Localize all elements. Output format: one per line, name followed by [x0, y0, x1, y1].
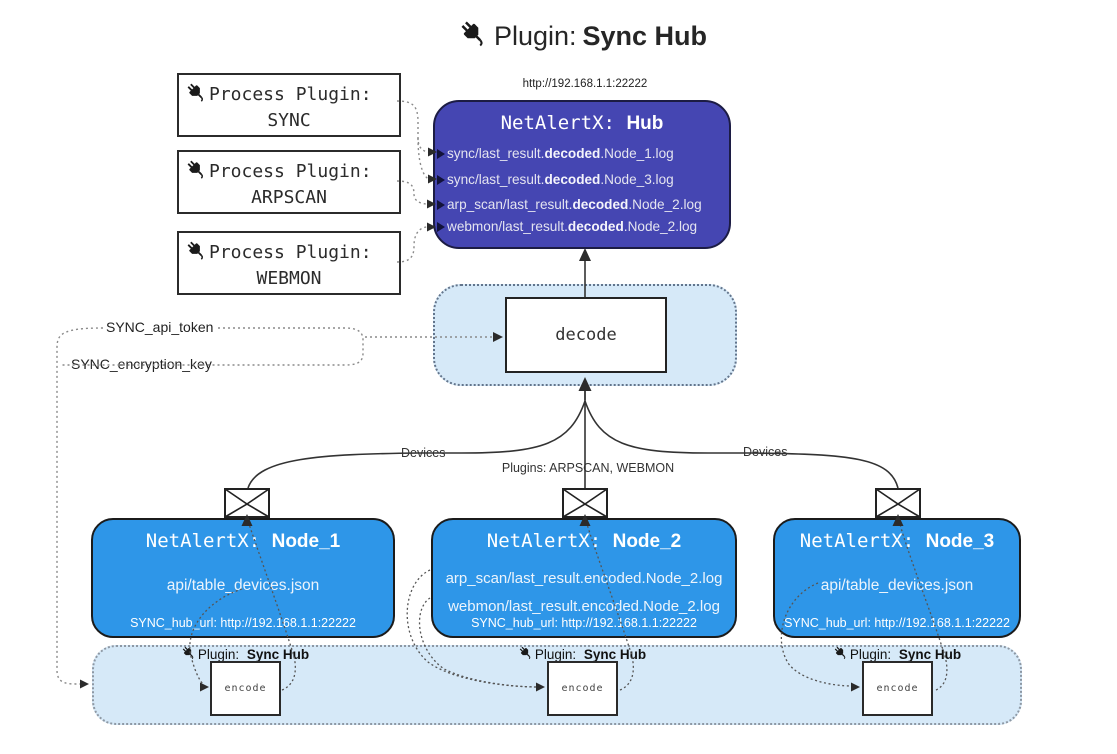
plug-icon — [518, 645, 533, 663]
node-file: api/table_devices.json — [820, 577, 974, 594]
process-plugin-box-webmon: Process Plugin: WEBMON — [177, 231, 401, 295]
envelope-icon — [562, 488, 608, 518]
process-plugin-name: ARPSCAN — [251, 187, 327, 208]
hub-file-row: arp_scan/last_result.decoded.Node_2.log — [437, 197, 702, 212]
hub-title: NetAlertX: Hub — [435, 112, 729, 135]
plug-icon — [181, 645, 196, 663]
title-label: Plugin: — [493, 21, 577, 51]
node-box-3: NetAlertX: Node_3 api/table_devices.json… — [773, 518, 1021, 638]
node-box-2: NetAlertX: Node_2 arp_scan/last_result.e… — [431, 518, 737, 638]
hub-title-label: NetAlertX: — [500, 112, 615, 134]
hub-file-row: sync/last_result.decoded.Node_1.log — [437, 146, 674, 161]
node-hub-url: SYNC_hub_url: http://192.168.1.1:22222 — [784, 616, 1010, 630]
hub-box: NetAlertX: Hub sync/last_result.decoded.… — [433, 100, 731, 249]
hub-title-name: Hub — [626, 113, 664, 134]
process-plugin-label: Process Plugin: — [209, 84, 372, 105]
encode-box: encode — [547, 661, 618, 716]
process-plugin-name: SYNC — [267, 110, 311, 131]
arrow-right-icon — [437, 199, 445, 210]
plug-icon — [185, 239, 207, 266]
plug-icon — [185, 81, 207, 108]
arrow-right-icon — [437, 174, 445, 185]
title-name: Sync Hub — [582, 21, 708, 51]
sync-api-token-label: SYNC_api_token — [103, 319, 217, 335]
edge-label-devices-right: Devices — [740, 445, 791, 459]
node-hub-url: SYNC_hub_url: http://192.168.1.1:22222 — [130, 616, 356, 630]
edge-label-plugins: Plugins: ARPSCAN, WEBMON — [485, 461, 691, 475]
encode-box: encode — [210, 661, 281, 716]
node-box-1: NetAlertX: Node_1 api/table_devices.json… — [91, 518, 395, 638]
process-plugin-box-arpscan: Process Plugin: ARPSCAN — [177, 150, 401, 214]
arrow-right-icon — [437, 221, 445, 232]
process-plugin-name: WEBMON — [256, 268, 322, 289]
sync-encryption-key-label: SYNC_encryption_key — [68, 356, 215, 372]
plug-icon — [185, 158, 207, 185]
process-plugin-label: Process Plugin: — [209, 242, 372, 263]
plug-icon — [458, 18, 488, 55]
hub-file-row: webmon/last_result.decoded.Node_2.log — [437, 219, 697, 234]
node-file: arp_scan/last_result.encoded.Node_2.log — [445, 570, 723, 587]
plug-icon — [833, 645, 848, 663]
envelope-icon — [875, 488, 921, 518]
node-hub-url: SYNC_hub_url: http://192.168.1.1:22222 — [471, 616, 697, 630]
edge-label-devices-left: Devices — [398, 446, 449, 460]
hub-file-row: sync/last_result.decoded.Node_3.log — [437, 172, 674, 187]
encode-box: encode — [862, 661, 933, 716]
decode-box: decode — [505, 297, 667, 373]
process-plugin-label: Process Plugin: — [209, 161, 372, 182]
envelope-icon — [224, 488, 270, 518]
node-title: NetAlertX: Node_2 — [486, 530, 682, 552]
page-title: Plugin: Sync Hub — [0, 18, 1117, 55]
node-title: NetAlertX: Node_1 — [145, 530, 341, 552]
process-plugin-box-sync: Process Plugin: SYNC — [177, 73, 401, 137]
hub-url-label: http://192.168.1.1:22222 — [522, 78, 648, 90]
node-file: api/table_devices.json — [166, 577, 320, 594]
node-title: NetAlertX: Node_3 — [799, 530, 995, 552]
arrow-right-icon — [437, 148, 445, 159]
